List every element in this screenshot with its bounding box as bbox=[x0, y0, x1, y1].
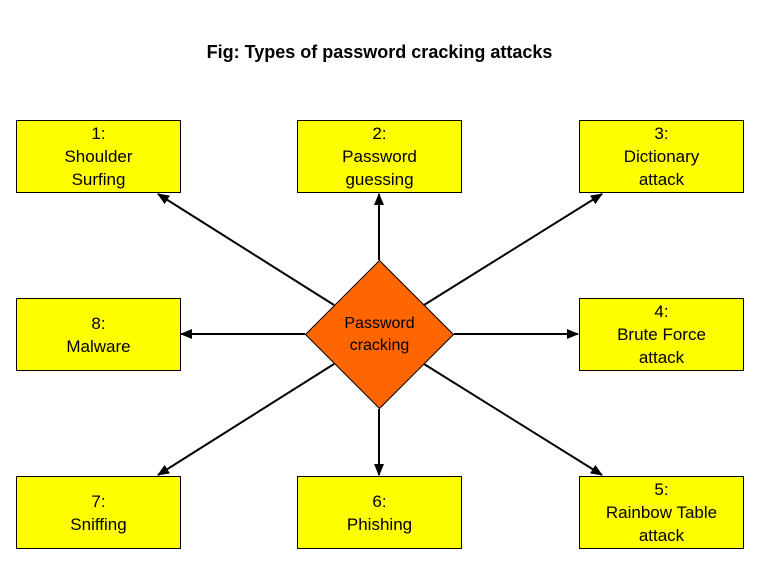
node-2-number: 2: bbox=[372, 124, 387, 143]
node-4-line2: attack bbox=[638, 348, 685, 367]
node-5-number: 5: bbox=[654, 480, 669, 499]
node-5-line1: Rainbow Table bbox=[605, 503, 718, 522]
node-5-rainbow-table-attack: 5: Rainbow Table attack bbox=[579, 476, 744, 549]
node-2-line2: guessing bbox=[345, 170, 414, 189]
node-8-malware: 8: Malware bbox=[16, 298, 181, 371]
node-2-password-guessing: 2: Password guessing bbox=[297, 120, 462, 193]
node-1-number: 1: bbox=[91, 124, 106, 143]
node-5-line2: attack bbox=[638, 526, 685, 545]
node-2-line1: Password bbox=[342, 147, 417, 166]
node-4-line1: Brute Force bbox=[617, 325, 706, 344]
node-1-line1: Shoulder bbox=[64, 147, 133, 166]
node-6-line1: Phishing bbox=[346, 514, 413, 534]
node-3-line1: Dictionary bbox=[623, 147, 700, 166]
node-7-line1: Sniffing bbox=[70, 514, 127, 534]
node-7-sniffing: 7: Sniffing bbox=[16, 476, 181, 549]
node-8-line1: Malware bbox=[66, 336, 131, 356]
center-label-line1: Password bbox=[344, 314, 415, 332]
node-3-number: 3: bbox=[654, 124, 669, 143]
node-8-number: 8: bbox=[91, 313, 106, 333]
node-1-shoulder-surfing: 1: Shoulder Surfing bbox=[16, 120, 181, 193]
node-6-phishing: 6: Phishing bbox=[297, 476, 462, 549]
center-node-label: Password cracking bbox=[305, 260, 454, 409]
node-3-dictionary-attack: 3: Dictionary attack bbox=[579, 120, 744, 193]
edge-center-to-1 bbox=[157, 193, 335, 306]
node-4-number: 4: bbox=[654, 302, 669, 321]
center-node-diamond bbox=[305, 260, 454, 409]
node-1-line2: Surfing bbox=[71, 170, 126, 189]
edge-center-to-3 bbox=[423, 193, 603, 306]
center-label-line2: cracking bbox=[349, 336, 410, 354]
node-3-line2: attack bbox=[638, 170, 685, 189]
node-4-brute-force-attack: 4: Brute Force attack bbox=[579, 298, 744, 371]
edge-center-to-7 bbox=[157, 363, 335, 476]
node-7-number: 7: bbox=[91, 491, 106, 511]
edge-center-to-5 bbox=[423, 363, 603, 476]
node-6-number: 6: bbox=[372, 491, 387, 511]
diagram-title: Fig: Types of password cracking attacks bbox=[206, 42, 553, 62]
